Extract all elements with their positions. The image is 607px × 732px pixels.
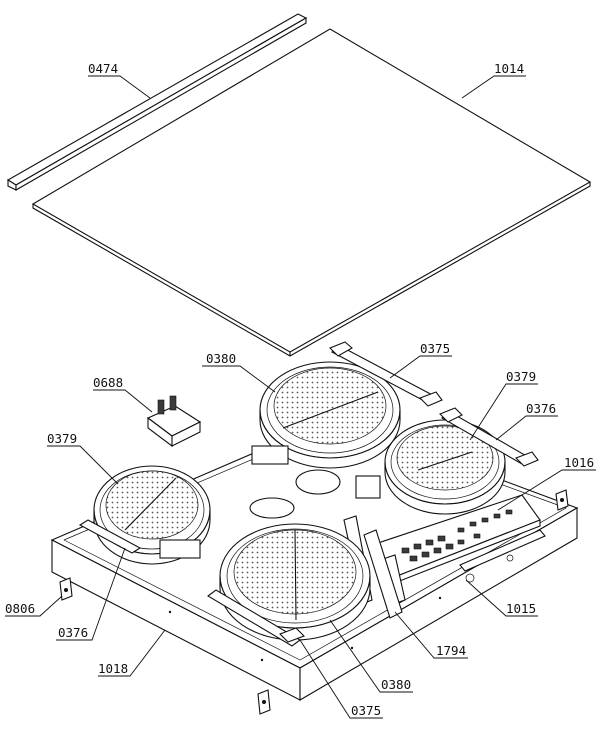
glass-plate-1014 — [31, 28, 592, 357]
label-0375-top: 0375 — [420, 341, 450, 356]
label-0376-left: 0376 — [58, 625, 88, 640]
heating-element-0379-right — [355, 419, 506, 515]
fixing-clip-0806-left — [59, 577, 73, 601]
support-bracket-0375-top — [329, 341, 443, 407]
label-0688: 0688 — [93, 375, 123, 390]
label-0380-bottom: 0380 — [381, 677, 411, 692]
fixing-clip-right — [555, 489, 569, 511]
label-0379-left: 0379 — [47, 431, 77, 446]
label-0379-right: 0379 — [506, 369, 536, 384]
label-0474: 0474 — [88, 61, 118, 76]
switch-unit-0688 — [146, 395, 202, 448]
connector-strip-1015 — [459, 529, 546, 583]
label-0375-bottom: 0375 — [351, 703, 381, 718]
label-0380-top: 0380 — [206, 351, 236, 366]
support-bracket-0376-right — [439, 407, 539, 467]
label-0376-right: 0376 — [526, 401, 556, 416]
fixing-clip-bottom — [257, 689, 271, 715]
part-labels: 0474 1014 0380 0375 0688 0379 0376 0379 … — [5, 61, 594, 718]
label-1018: 1018 — [98, 661, 128, 676]
label-1016: 1016 — [564, 455, 594, 470]
sealing-strip-0474 — [6, 13, 308, 191]
leader-lines — [5, 75, 596, 719]
label-1014: 1014 — [494, 61, 524, 76]
heating-element-0379-left — [93, 465, 211, 565]
label-1794: 1794 — [436, 643, 466, 658]
label-0806: 0806 — [5, 601, 35, 616]
support-bracket-0376-left — [78, 519, 142, 554]
heating-element-0380-top — [251, 361, 401, 495]
label-1015: 1015 — [506, 601, 536, 616]
